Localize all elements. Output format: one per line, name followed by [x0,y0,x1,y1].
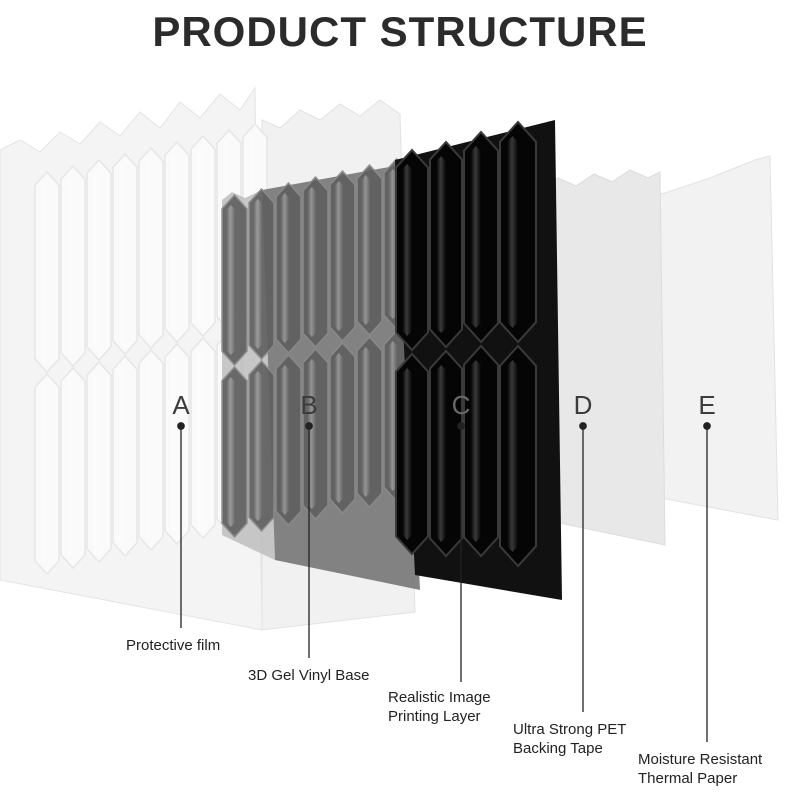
layer-b-tile-gloss-4-0 [334,181,344,331]
callout-thermal-paper: Moisture Resistant Thermal Paper [638,750,762,788]
layer-c-tile-gloss-2-1 [470,360,481,542]
layer-c-tile-gloss-3-1 [507,360,518,552]
layer-b-gel-vinyl-base [221,157,420,590]
layer-b-tile-gloss-0-1 [226,377,236,527]
layer-c-tile-gloss-0-1 [402,368,412,540]
layer-letter-a: A [172,390,190,420]
layer-a-tile-gloss-1-1 [65,378,74,558]
callout-gel-vinyl-base: 3D Gel Vinyl Base [248,666,369,685]
layer-a-tile-gloss-1-0 [65,176,74,356]
callout-c-line-1: Realistic Image [388,689,491,706]
layer-a-tile-gloss-5-1 [169,354,178,534]
layer-b-tile-gloss-3-0 [307,187,317,337]
layer-a-tile-gloss-6-0 [195,146,204,326]
layer-letter-c: C [451,390,471,420]
layer-c-tile-gloss-3-0 [507,136,518,328]
layer-a-tile-gloss-0-0 [39,182,48,362]
layer-b-tile-gloss-5-0 [361,175,371,325]
layer-c-tile-gloss-1-0 [436,156,446,333]
layer-c-printing-layer [395,120,562,600]
layer-a-tile-gloss-4-1 [143,360,152,540]
layer-b-tile-gloss-2-1 [280,365,290,515]
leader-lines [177,422,711,742]
layer-b-tile-gloss-1-1 [253,371,263,521]
layer-a-tile-gloss-3-0 [117,164,126,344]
layer-b-tile-gloss-5-1 [361,347,371,497]
layer-a-tile-gloss-0-1 [39,384,48,564]
page-title: PRODUCT STRUCTURE [152,8,648,55]
layer-d-backing-tape [539,169,666,546]
callout-backing-tape: Ultra Strong PET Backing Tape [513,720,626,758]
layer-a-tile-gloss-4-0 [143,158,152,338]
layer-c-tile-gloss-1-1 [436,365,446,542]
layer-b-tile-gloss-1-0 [253,199,263,349]
layer-b-tile-gloss-4-1 [334,353,344,503]
callout-c-line-2: Printing Layer [388,708,481,725]
layer-b-tile-gloss-2-0 [280,193,290,343]
layer-letter-b: B [300,390,318,420]
layer-a-tile-gloss-3-1 [117,366,126,546]
layer-b-tile-gloss-0-0 [226,205,236,355]
layer-a-tile-gloss-2-1 [91,372,100,552]
callout-b-line-1: 3D Gel Vinyl Base [248,667,370,684]
callout-e-line-1: Moisture Resistant [638,751,763,768]
layer-b-tile-gloss-3-1 [307,359,317,509]
callout-d-line-1: Ultra Strong PET [513,721,627,738]
callout-e-line-2: Thermal Paper [638,770,738,787]
callout-a-line-1: Protective film [126,637,221,654]
layer-a-tile-gloss-2-0 [91,170,100,350]
layer-c-tile-gloss-2-0 [470,146,481,328]
layer-c-tile-gloss-0-0 [402,164,412,336]
callout-d-line-2: Backing Tape [513,740,603,757]
layer-letter-e: E [698,390,716,420]
layer-letter-d: D [573,390,593,420]
callout-printing-layer: Realistic Image Printing Layer [388,688,491,726]
layer-a-tile-gloss-5-0 [169,152,178,332]
layer-a-tile-gloss-6-1 [195,348,204,528]
callout-protective-film: Protective film [126,636,220,655]
